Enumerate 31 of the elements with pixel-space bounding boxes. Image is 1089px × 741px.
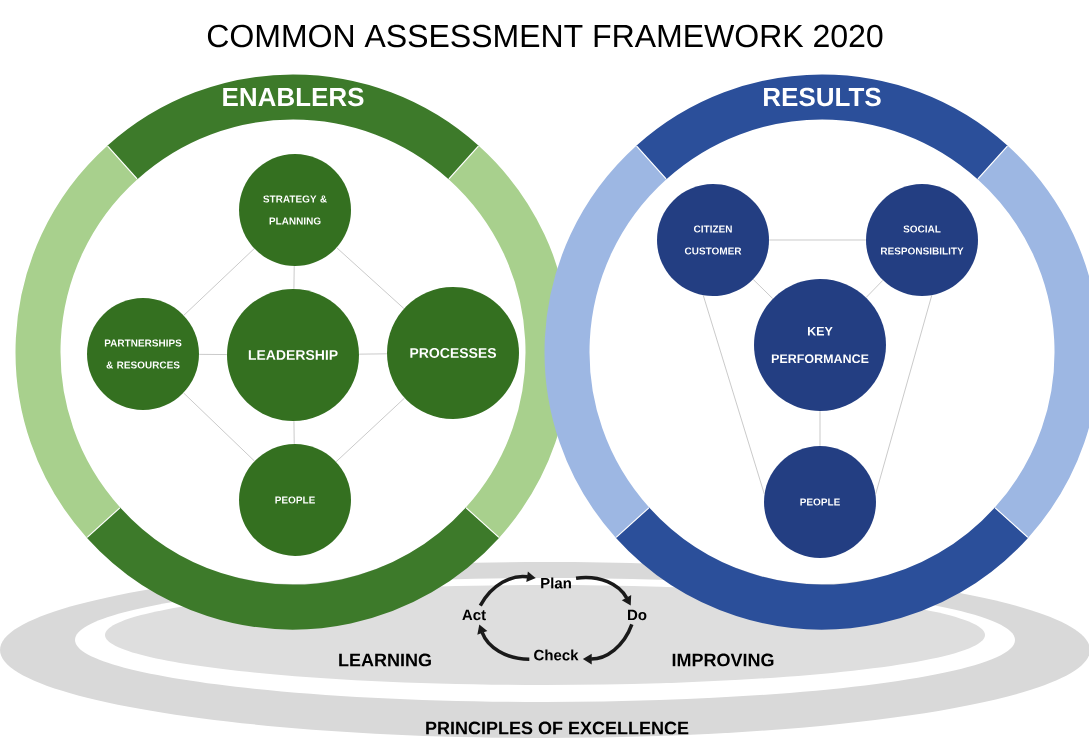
step-label: Do bbox=[628, 609, 647, 621]
connector-line bbox=[752, 279, 774, 299]
connector-line bbox=[198, 354, 228, 355]
sphere: PEOPLE bbox=[764, 446, 876, 558]
connector-line bbox=[183, 392, 255, 462]
step-label: Plan bbox=[541, 577, 571, 589]
sphere: KEY PERFORMANCE bbox=[754, 279, 886, 411]
sphere: SOCIAL RESPONSIBILITY bbox=[866, 184, 978, 296]
node-label: RESULTS bbox=[764, 87, 881, 107]
connector-line bbox=[702, 295, 765, 495]
sphere: CITIZEN CUSTOMER bbox=[657, 184, 769, 296]
platform-label: PRINCIPLES OF EXCELLENCE bbox=[426, 721, 689, 735]
connector-line bbox=[336, 247, 405, 309]
connector-line bbox=[358, 353, 388, 355]
sphere: STRATEGY & PLANNING bbox=[239, 154, 351, 266]
title: COMMON ASSESSMENT FRAMEWORK 2020 bbox=[207, 24, 883, 48]
connector-line bbox=[865, 280, 884, 298]
node-label: ENABLERS bbox=[223, 87, 364, 107]
step-label: Check bbox=[534, 649, 579, 661]
sphere: PEOPLE bbox=[239, 444, 351, 556]
connector-line bbox=[875, 295, 933, 495]
sphere: PROCESSES bbox=[387, 287, 519, 419]
connector-line bbox=[183, 248, 255, 316]
platform-label: LEARNING bbox=[339, 653, 431, 667]
sphere: PARTNERSHIPS & RESOURCES bbox=[87, 298, 199, 410]
connector-line bbox=[293, 420, 295, 445]
connector-line bbox=[335, 397, 405, 462]
connector-line bbox=[293, 265, 295, 290]
sphere: LEADERSHIP bbox=[227, 289, 359, 421]
platform-label: IMPROVING bbox=[672, 653, 774, 667]
step-label: Act bbox=[462, 609, 486, 621]
